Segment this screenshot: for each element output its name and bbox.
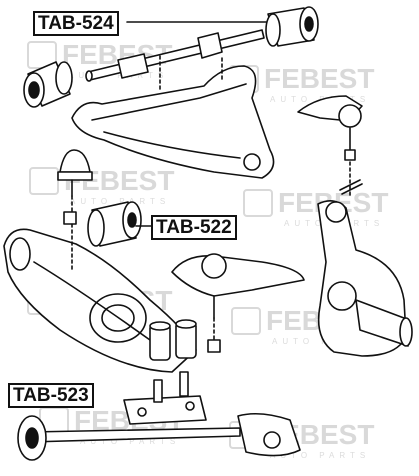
svg-text:AUTO PARTS: AUTO PARTS [270, 451, 370, 460]
label-tab-522: TAB-522 [151, 215, 237, 240]
svg-text:AUTO PARTS: AUTO PARTS [68, 71, 168, 80]
bushing-tab-524-left [23, 61, 73, 108]
upper-ball-joint [297, 95, 363, 197]
svg-text:AUTO PARTS: AUTO PARTS [80, 437, 180, 446]
svg-text:AUTO PARTS: AUTO PARTS [270, 95, 370, 104]
lower-arm-bushings [149, 319, 197, 361]
upper-arm-shaft [85, 29, 265, 93]
steering-knuckle [317, 200, 413, 357]
bump-stop [57, 149, 93, 225]
svg-text:AUTO PARTS: AUTO PARTS [272, 337, 372, 346]
svg-text:FEBEST: FEBEST [264, 63, 374, 94]
bushing-tab-523 [17, 415, 47, 461]
lower-control-arm [3, 223, 197, 373]
watermark-logo: FEBEST AUTO PARTS [29, 165, 174, 206]
watermark-logo: FEBEST AUTO PARTS [243, 187, 388, 228]
svg-text:AUTO PARTS: AUTO PARTS [70, 197, 170, 206]
label-tab-524: TAB-524 [33, 11, 119, 36]
bushing-tab-524-right [265, 6, 319, 47]
upper-control-arm [71, 57, 275, 179]
cotter-pin [339, 179, 363, 195]
lower-ball-joint [171, 253, 305, 353]
stabilizer-bracket [123, 371, 207, 425]
label-tab-523: TAB-523 [8, 383, 94, 408]
bushing-tab-522 [87, 201, 142, 247]
